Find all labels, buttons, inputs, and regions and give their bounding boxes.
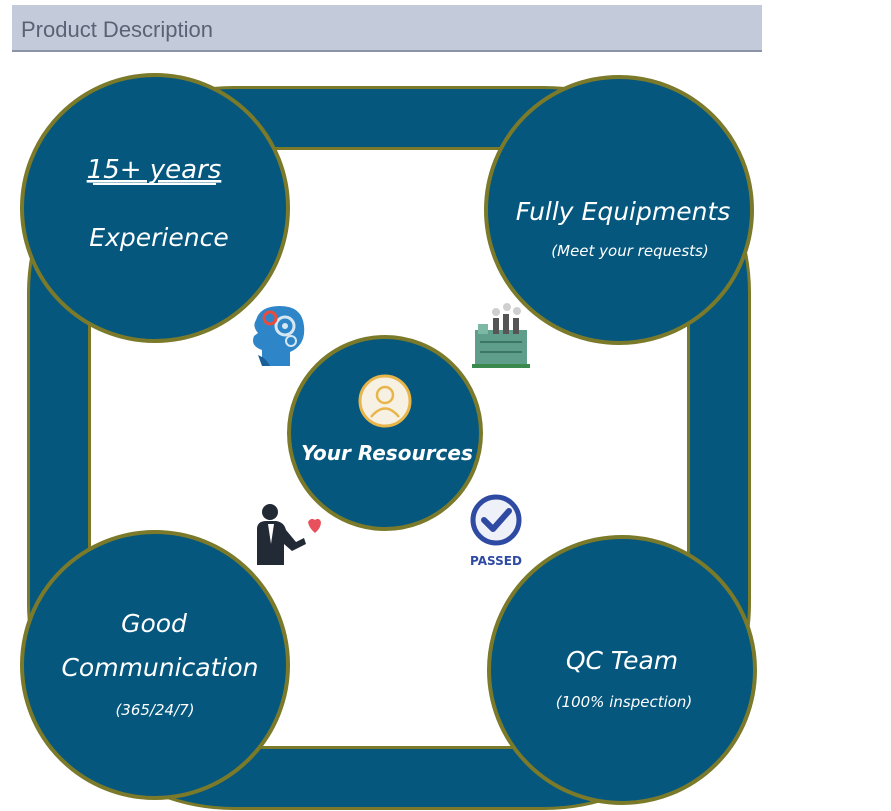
communication-circle (20, 530, 290, 800)
qc-team-circle (487, 535, 757, 805)
experience-subtitle: Experience (89, 223, 228, 252)
section-header: Product Description (12, 5, 762, 52)
center-label: Your Resources (301, 441, 473, 465)
qc-team-title: QC Team (566, 646, 678, 675)
outer-ring (30, 89, 748, 807)
equipment-circle (484, 75, 754, 345)
communication-title: Good (121, 609, 187, 638)
head-gears-icon (253, 306, 305, 366)
factory-icon (472, 303, 530, 368)
center-circle (287, 335, 483, 531)
experience-title: 15+ years (87, 155, 222, 185)
businessman-heart-icon (257, 504, 321, 565)
section-title: Product Description (21, 17, 213, 42)
qc-team-subtitle: (100% inspection) (556, 693, 693, 711)
user-icon (358, 374, 412, 428)
experience-circle (20, 73, 290, 343)
passed-badge-label: PASSED (470, 554, 522, 568)
passed-check-icon: PASSED (470, 494, 522, 568)
equipment-title: Fully Equipments (516, 197, 731, 226)
communication-title-line2: Communication (61, 653, 258, 682)
equipment-subtitle: (Meet your requests) (551, 242, 708, 260)
communication-subtitle: (365/24/7) (115, 701, 194, 719)
